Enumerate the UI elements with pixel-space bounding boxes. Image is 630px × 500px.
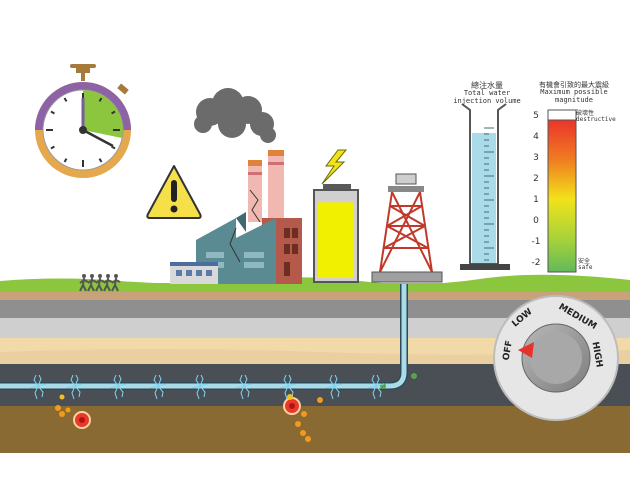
magnitude-title-zh: 有機會引致的最大震級	[539, 81, 609, 89]
fractures	[29, 374, 385, 400]
runner-figure	[103, 274, 113, 292]
magnitude-gauge	[547, 109, 577, 273]
magnitude-title-en-2: magnitude	[555, 95, 593, 104]
warning-icon	[146, 165, 202, 219]
magnitude-label: 有機會引致的最大震級 Maximum possible magnitude	[526, 81, 622, 104]
seismic-events	[55, 394, 323, 442]
water-volume-title-en-1: Total water	[463, 89, 511, 98]
magnitude-tick: 1	[533, 195, 539, 205]
stopwatch-icon	[35, 64, 131, 178]
safe-label: 安全 safe	[578, 258, 608, 272]
runner-figure	[95, 274, 105, 292]
runner-figure	[79, 274, 89, 292]
destructive-label: 破壞性 destructive	[576, 110, 620, 124]
magnitude-tick: -2	[531, 258, 541, 268]
water-volume-title-en-2: injection volume	[453, 96, 521, 105]
water-volume-label: 總注水量 Total water injection volume	[444, 81, 530, 105]
magnitude-tick: -1	[531, 237, 541, 247]
magnitude-tick: 3	[533, 153, 539, 163]
drilling-rig-icon	[371, 173, 443, 283]
destructive-label-en: destructive	[576, 116, 616, 124]
water-volume-title-zh: 總注水量	[471, 81, 503, 90]
pump-rate-dial[interactable]	[493, 295, 619, 421]
water-volume-cylinder	[460, 103, 510, 270]
magnitude-tick: 0	[533, 216, 539, 226]
crowd-icon	[79, 274, 121, 292]
magnitude-title-en-1: Maximum possible	[540, 88, 608, 97]
runner-figure	[87, 274, 97, 292]
battery-icon	[313, 149, 359, 283]
smoke-cloud-icon	[194, 88, 276, 143]
dial-pointer	[518, 342, 534, 358]
magnitude-tick: 2	[533, 174, 539, 184]
magnitude-tick: 4	[533, 132, 539, 142]
destructive-label-zh: 破壞性	[576, 110, 595, 117]
magnitude-tick: 5	[533, 111, 539, 121]
safe-label-en: safe	[578, 264, 593, 272]
runner-figure	[111, 274, 121, 292]
safe-label-zh: 安全	[578, 258, 591, 265]
factory-icon	[170, 150, 302, 284]
